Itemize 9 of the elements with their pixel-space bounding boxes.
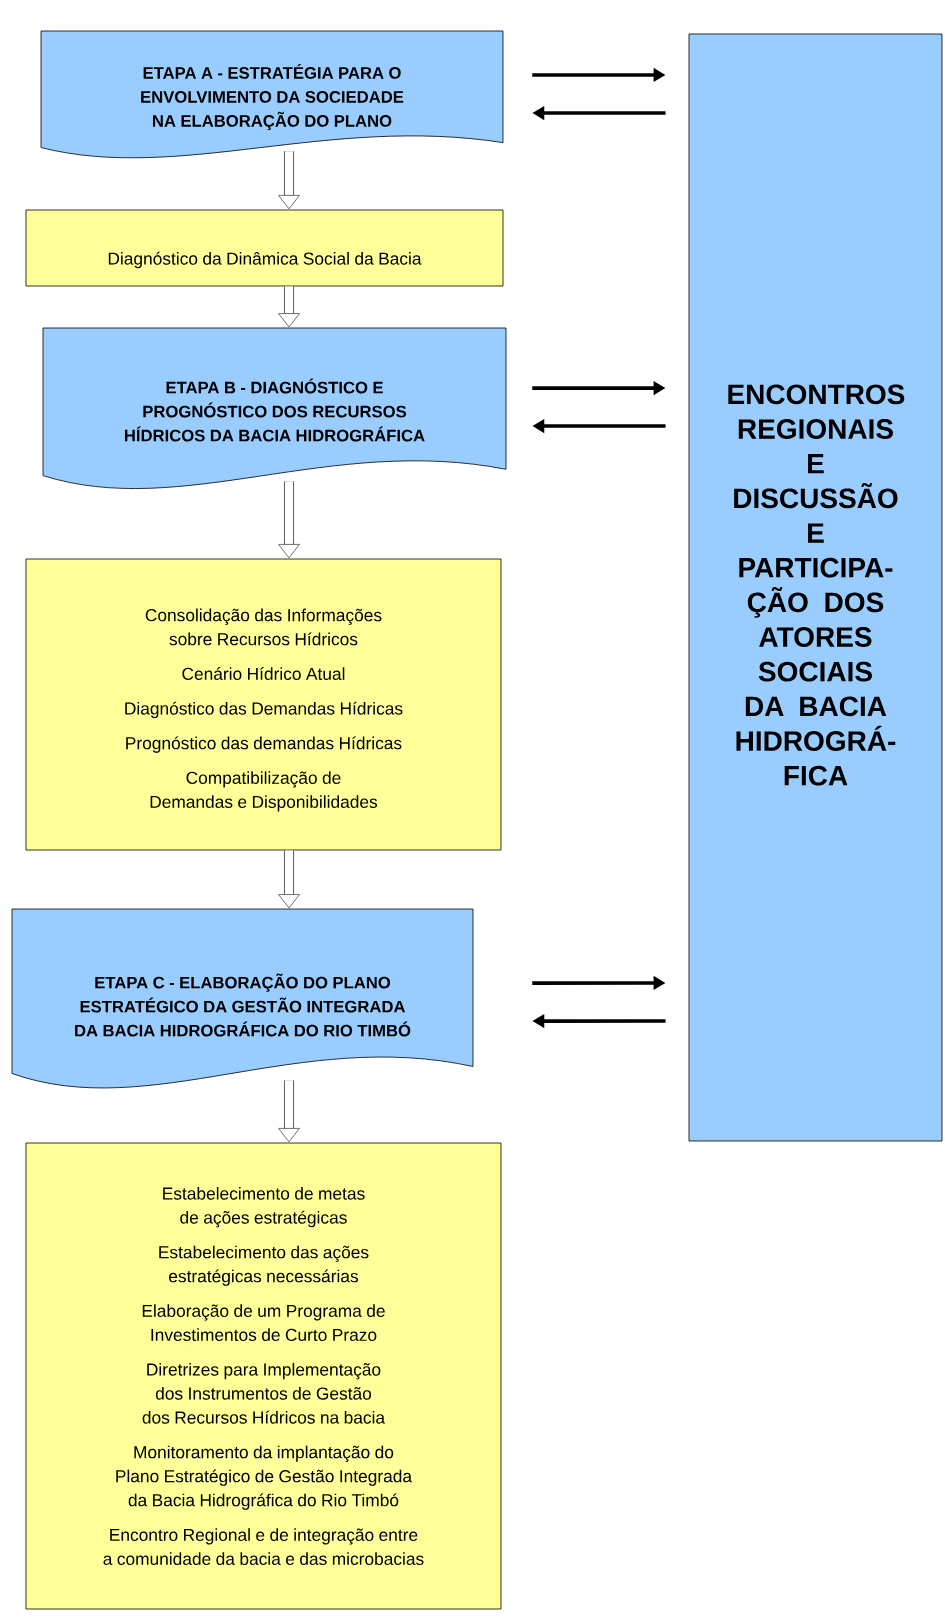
arrow (278, 481, 300, 559)
arrow (278, 850, 300, 909)
process-box: Estabelecimento de metas de ações estratégicas Estabelecimento das ações estratégicas necessárias Elaboração de um Programa de Investimentos de Curto Prazo Diretrizes para Implementação dos Instrumentos de Gestão dos Recursos Hídricos na bacia Monitoramento da implantação do Plano Estratégico de Gestão Integrada da Bacia Hidrográfica do Rio Timbó Encontro Regional e de integração entre a comunidade da bacia e das microbacias (25, 1142, 502, 1610)
arrow (278, 286, 300, 328)
side-panel: ENCONTROS REGIONAIS E DISCUSSÃO E PARTICIPA- ÇÃO DOS ATORES SOCIAIS DA BACIA HIDROGRÁ- FICA (688, 33, 943, 1142)
process-box: Diagnóstico da Dinâmica Social da Bacia (25, 209, 504, 287)
arrow (278, 151, 300, 210)
process-box: Consolidação das Informações sobre Recursos Hídricos Cenário Hídrico Atual Diagnóstico das Demandas Hídricas Prognóstico das demandas Hídricas Compatibilização de Demandas e Disponibilidades (25, 558, 502, 851)
arrow (278, 1080, 300, 1143)
